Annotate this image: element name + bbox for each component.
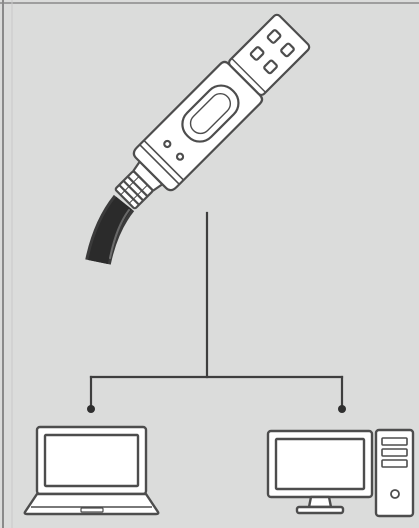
monitor-neck xyxy=(307,495,333,509)
node-dot-left xyxy=(87,405,95,413)
grip-line-1 xyxy=(139,144,180,185)
thumb-grip-inner xyxy=(189,92,232,135)
plug-window-1 xyxy=(249,46,265,61)
laptop-base xyxy=(23,492,160,516)
laptop-screen-inner xyxy=(43,433,140,488)
usb-connector-icon xyxy=(114,13,311,210)
plug-window-3 xyxy=(266,29,282,44)
monitor-screen xyxy=(274,437,366,491)
tower-power-button xyxy=(390,489,400,499)
plug-window-2 xyxy=(263,59,278,75)
body-dot-upper xyxy=(163,139,172,149)
tower-drive-1 xyxy=(381,437,408,446)
plug-edge-line xyxy=(231,57,267,93)
connection-tree xyxy=(89,211,344,409)
grip-line-2 xyxy=(143,139,185,181)
tower-drive-3 xyxy=(381,459,408,468)
thumb-grip xyxy=(181,84,240,143)
desktop-computer-icon xyxy=(266,428,415,518)
usb-cable-icon xyxy=(85,194,135,265)
tower-drive-2 xyxy=(381,448,408,457)
laptop-icon xyxy=(23,425,160,516)
body-dot-lower xyxy=(175,152,185,161)
laptop-trackpad xyxy=(80,507,104,513)
monitor-stand xyxy=(295,505,345,515)
plug-window-4 xyxy=(280,42,295,58)
node-dot-right xyxy=(338,405,346,413)
